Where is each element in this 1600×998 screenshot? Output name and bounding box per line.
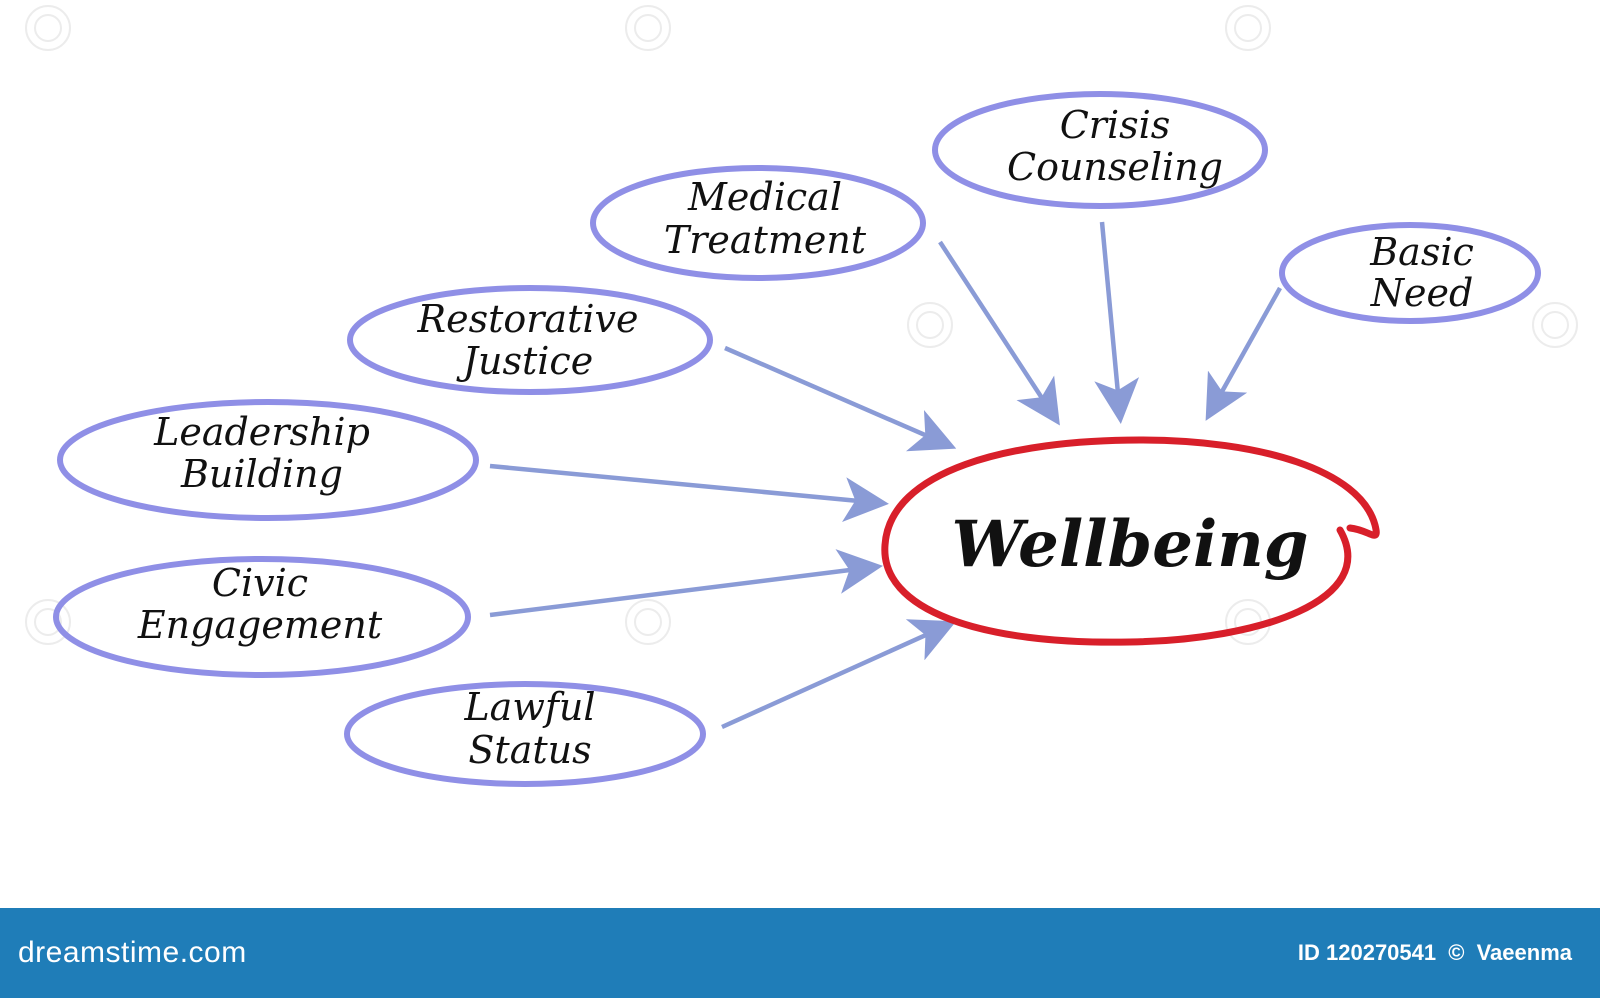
copyright-symbol: © [1448, 940, 1465, 965]
node-label-line1: Crisis [1060, 103, 1171, 147]
author-name: Vaeenma [1476, 940, 1572, 965]
node-outline [1279, 222, 1541, 324]
node-basic-need: Basic Need [1279, 222, 1541, 324]
arrow-leadership-building [489, 463, 889, 522]
footer-credit: ID 120270541 © Vaeenma [1292, 940, 1572, 966]
arrows [489, 221, 1282, 730]
node-medical-treatment: Medical Treatment [590, 165, 926, 281]
node-label-line2: Need [1370, 271, 1474, 315]
arrow-basic-need [1205, 286, 1282, 421]
node-label-line2: Treatment [664, 218, 867, 262]
node-civic-engagement: Civic Engagement [53, 556, 471, 678]
footer-bar: dreamstime.com ID 120270541 © Vaeenma [0, 908, 1600, 998]
node-label-line1: Civic [212, 561, 308, 605]
watermark-swirls [25, 5, 1578, 645]
node-label-line2: Engagement [137, 603, 383, 647]
node-lawful-status: Lawful Status [344, 681, 706, 787]
node-label-line1: Restorative [417, 297, 639, 341]
footer-brand: dreamstime.com [18, 936, 247, 969]
node-outline [53, 556, 471, 678]
center-node-wellbeing: Wellbeing [881, 436, 1380, 646]
node-restorative-justice: Restorative Justice [347, 285, 713, 395]
node-label-line2: Justice [456, 339, 593, 383]
node-outline [590, 165, 926, 281]
node-label-line1: Leadership [153, 410, 370, 454]
node-label-line1: Lawful [463, 685, 595, 729]
arrow-medical-treatment [938, 240, 1060, 426]
node-outline [57, 399, 479, 521]
node-label-line2: Counseling [1007, 145, 1223, 189]
center-label: Wellbeing [951, 507, 1308, 582]
diagram-svg: Crisis Counseling Medical Treatment Basi… [25, 5, 1578, 787]
arrow-crisis-counseling [1094, 221, 1140, 424]
node-outline [932, 91, 1268, 209]
arrow-lawful-status [721, 619, 957, 730]
node-label-line2: Building [180, 452, 343, 496]
arrow-civic-engagement [489, 549, 883, 618]
arrow-restorative-justice [724, 345, 957, 452]
node-crisis-counseling: Crisis Counseling [932, 91, 1268, 209]
image-id: ID 120270541 [1297, 940, 1437, 965]
node-label-line1: Medical [687, 175, 842, 219]
node-label-line1: Basic [1369, 230, 1474, 274]
center-outline [881, 436, 1380, 646]
node-label-line2: Status [468, 728, 591, 772]
node-outline [347, 285, 713, 395]
node-leadership-building: Leadership Building [57, 399, 479, 521]
node-outline [344, 681, 706, 787]
